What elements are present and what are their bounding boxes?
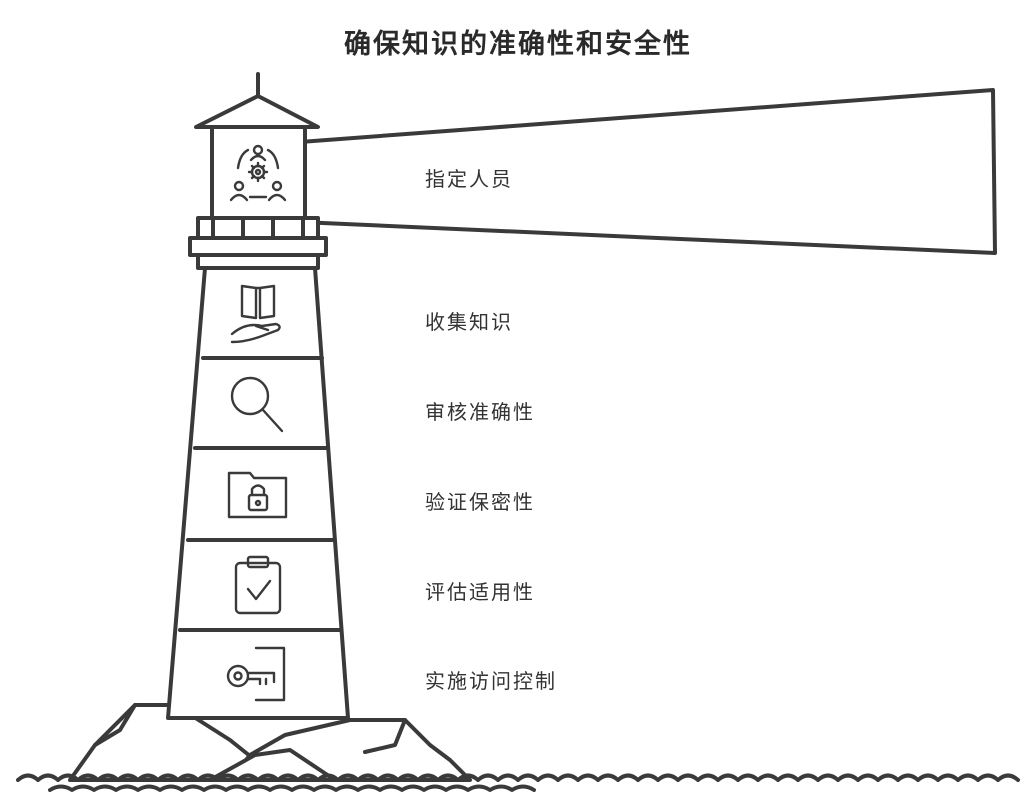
clipboard-check-icon [234, 555, 282, 615]
magnifier-icon [230, 376, 284, 433]
book-hand-icon [230, 284, 281, 344]
diagram-title: 确保知识的准确性和安全性 [344, 29, 692, 60]
step-label-verify-confidentiality: 验证保密性 [425, 490, 535, 514]
step-label-assign-personnel: 指定人员 [425, 167, 513, 191]
tower-body [166, 266, 350, 720]
step-label-assess-applicability: 评估适用性 [425, 580, 535, 604]
tower-balcony [188, 236, 328, 257]
key-door-icon [226, 646, 286, 702]
sea-waves [16, 773, 1020, 782]
step-label-access-control: 实施访问控制 [425, 669, 557, 693]
team-gear-icon [229, 144, 287, 202]
lantern-room [210, 124, 307, 220]
light-beam [298, 88, 997, 255]
step-label-collect-knowledge: 收集知识 [425, 310, 513, 334]
locked-folder-icon [227, 471, 288, 519]
lantern-roof [194, 94, 320, 129]
step-label-review-accuracy: 审核准确性 [425, 400, 535, 424]
rocks [68, 703, 472, 782]
